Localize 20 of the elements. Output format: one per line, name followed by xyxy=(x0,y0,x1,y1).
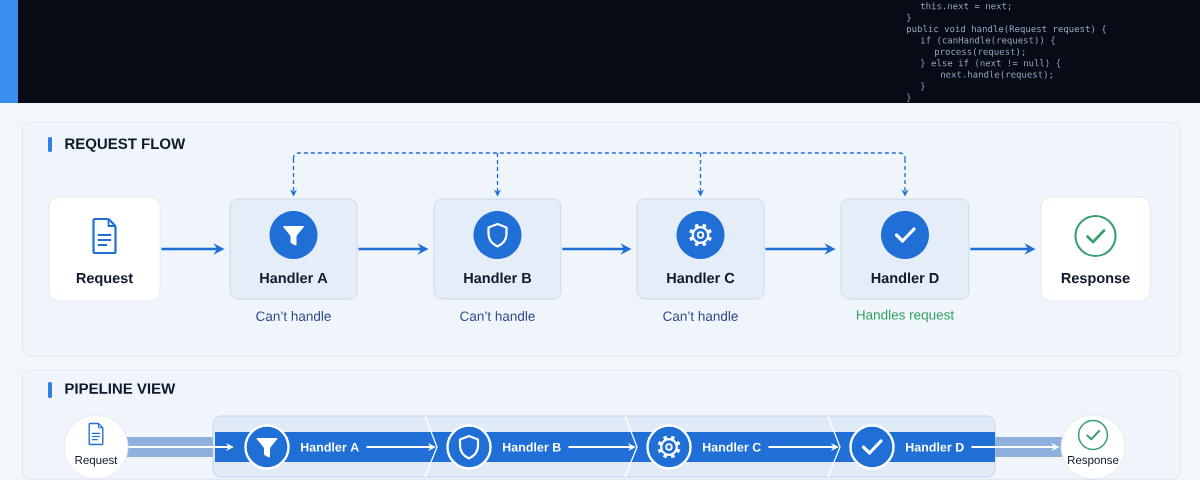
status-text: Can’t handle xyxy=(460,311,535,321)
response-card: Response xyxy=(1040,196,1151,302)
status-text: Can’t handle xyxy=(256,311,331,321)
code-line: if (canHandle(request)) { xyxy=(921,36,1055,46)
code-line: next.handle(request); xyxy=(941,70,1052,80)
code-line: } xyxy=(907,93,911,102)
code-line: } xyxy=(907,13,911,23)
dashed-line xyxy=(292,152,906,160)
code-line: } xyxy=(921,82,925,91)
pipeline-stage: Handler D xyxy=(906,442,964,452)
code-line: process(request); xyxy=(935,47,1025,57)
code-line: public void handle(Request request) { xyxy=(907,25,1106,34)
code-line: this.next = next; xyxy=(920,2,1011,11)
pipeline-stage: Handler C xyxy=(703,442,761,452)
request-card: Request xyxy=(48,196,161,302)
status-text: Handles request xyxy=(856,309,955,323)
code-line: } else if (next != null) { xyxy=(921,59,1061,68)
status-text: Can’t handle xyxy=(663,311,738,321)
pipeline-stage: Handler A xyxy=(301,442,359,452)
pipeline-stage: Handler B xyxy=(503,442,561,452)
